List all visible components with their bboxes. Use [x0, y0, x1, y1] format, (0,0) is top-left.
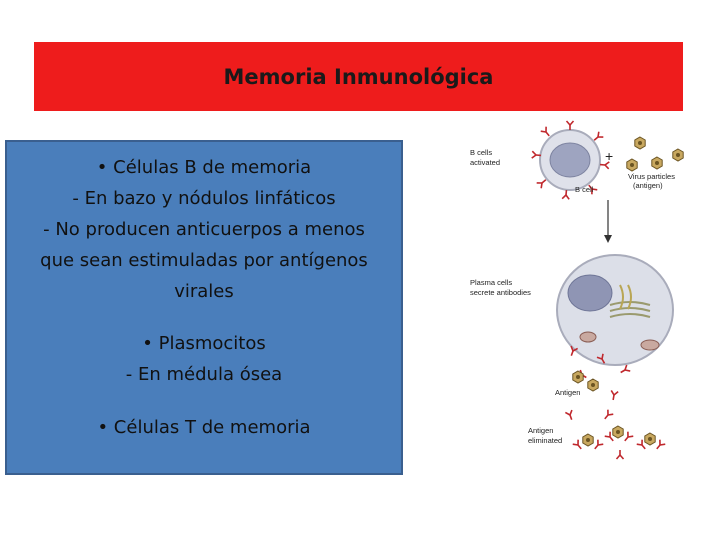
antigen-label: Antigen — [555, 388, 580, 397]
plasma-cells-label: Plasma cells — [470, 278, 512, 287]
b-cells-activated-label: B cells — [470, 148, 492, 157]
antigen-eliminated-label-2: eliminated — [528, 436, 562, 445]
immune-diagram-svg: B cells activated B cell + Virus particl… — [470, 120, 684, 460]
b-cell-label: B cell — [575, 185, 594, 194]
virus-particles-label-2: (antigen) — [633, 181, 663, 190]
text-line-no-antibodies: - No producen anticuerpos a menos — [43, 219, 365, 240]
page-title: Memoria Inmunológica — [223, 64, 494, 89]
immune-diagram: B cells activated B cell + Virus particl… — [460, 115, 710, 465]
text-box: • Células B de memoria - En bazo y nódul… — [5, 140, 403, 475]
down-arrow-icon — [604, 200, 612, 243]
text-line-stimulated: que sean estimuladas por antígenos — [40, 250, 368, 271]
text-line-memory-t-cells: • Células T de memoria — [97, 417, 311, 438]
virus-particles-icon — [626, 136, 684, 172]
antigen-eliminated-label: Antigen — [528, 426, 553, 435]
b-cell-icon — [539, 129, 601, 191]
text-line-plasma-cells: • Plasmocitos — [142, 333, 266, 354]
plasma-cell-icon — [556, 254, 674, 366]
text-line-spleen: - En bazo y nódulos linfáticos — [72, 188, 336, 209]
text-line-memory-b-cells: • Células B de memoria — [96, 157, 312, 178]
antigen-complex-icon — [571, 425, 667, 460]
b-cells-activated-label-2: activated — [470, 158, 500, 167]
text-line-bone-marrow: - En médula ósea — [125, 364, 283, 385]
title-bar: Memoria Inmunológica — [34, 42, 683, 111]
plus-sign: + — [605, 148, 613, 164]
virus-particles-label: Virus particles — [628, 172, 675, 181]
text-line-viral: virales — [174, 281, 234, 302]
plasma-cells-label-2: secrete antibodies — [470, 288, 531, 297]
